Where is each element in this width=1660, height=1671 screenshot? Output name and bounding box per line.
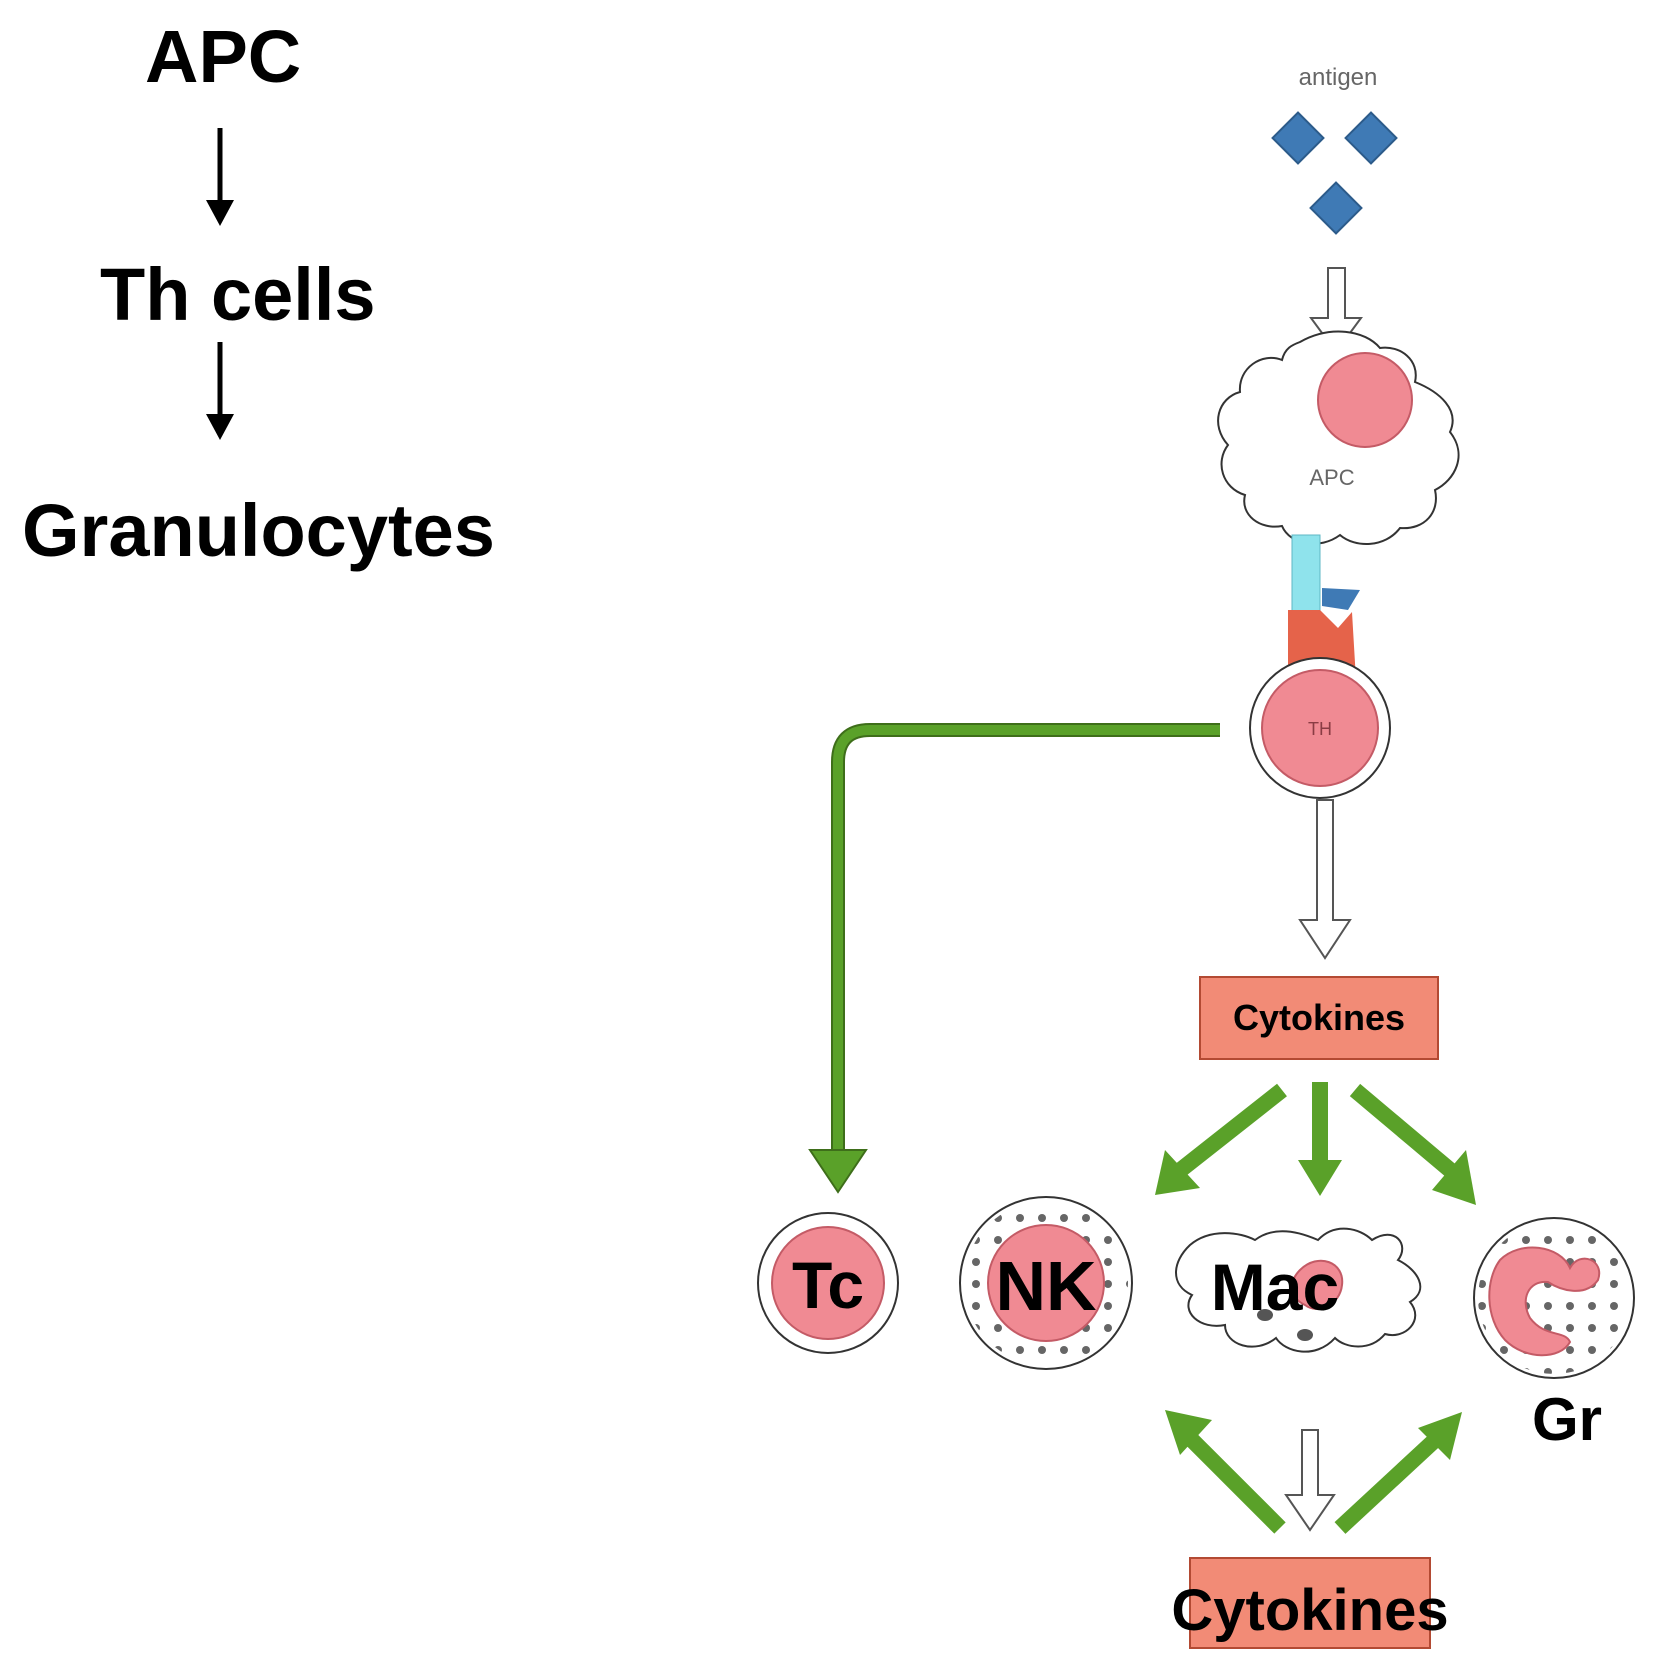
hollow-down-arrow-icon [1298, 799, 1352, 960]
flow-step-apc: APC [145, 15, 302, 98]
green-arrow-to-mac-lower [1165, 1410, 1286, 1534]
flow-arrow-2 [200, 342, 240, 442]
antigen-label: antigen [1299, 64, 1378, 91]
apc-nucleus [1317, 352, 1413, 448]
down-arrow-icon [206, 342, 234, 440]
hollow-down-arrow-icon [1284, 1429, 1336, 1532]
green-arrow-to-gr [1349, 1083, 1476, 1205]
th-cell: TH [1249, 657, 1391, 799]
down-arrow-icon [206, 128, 234, 226]
gr-label: Gr [1532, 1386, 1602, 1453]
tc-label: Tc [792, 1248, 864, 1322]
macrophage-cell: Mac [1175, 1227, 1422, 1353]
apc-cell: APC [1217, 330, 1460, 546]
green-arrow-to-tc [808, 723, 1220, 1194]
flow-arrow-1 [200, 128, 240, 228]
cytokines-label-top: Cytokines [1233, 997, 1405, 1038]
mac-label: Mac [1211, 1250, 1339, 1324]
green-arrow-to-nk [1155, 1083, 1287, 1195]
tc-cell: Tc [757, 1212, 899, 1354]
green-arrow-to-mac [1298, 1082, 1342, 1196]
green-arrow-to-gr-lower [1334, 1412, 1462, 1534]
cytokines-box-bottom: Cytokines [1171, 1557, 1449, 1649]
cytokines-label-bottom: Cytokines [1171, 1578, 1448, 1643]
flow-step-granulocytes: Granulocytes [22, 489, 495, 572]
th-nucleus [1261, 669, 1379, 787]
flow-step-th-cells: Th cells [100, 253, 376, 336]
cytokines-box-top: Cytokines [1199, 976, 1439, 1060]
granulocyte-cell [1473, 1217, 1635, 1379]
apc-label: APC [1309, 465, 1354, 490]
th-label: TH [1308, 719, 1332, 739]
nk-label: NK [995, 1247, 1096, 1325]
nk-cell: NK [959, 1196, 1133, 1370]
antigen-icon [1271, 111, 1398, 235]
